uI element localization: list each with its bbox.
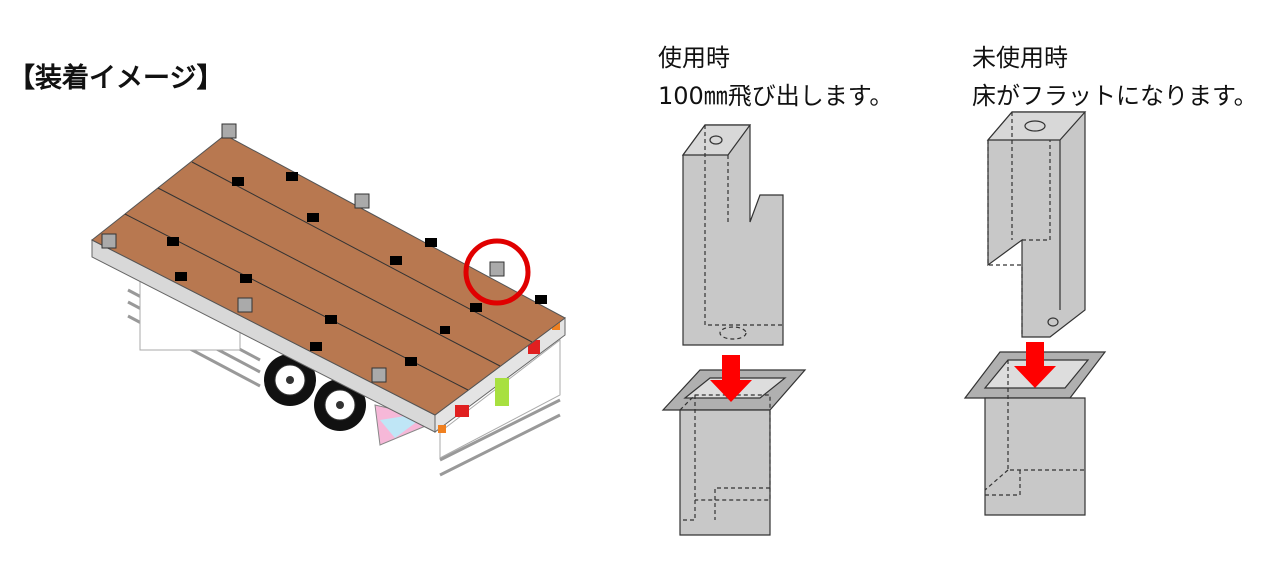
wheel-icon <box>264 354 366 431</box>
unused-state-diagram <box>963 111 1107 516</box>
page-title: 【装着イメージ】 <box>8 63 224 94</box>
used-state-diagram <box>661 124 807 536</box>
unused-state-description: 床がフラットになります。 <box>972 82 1258 110</box>
used-state-title: 使用時 <box>658 44 730 72</box>
arrow-down-icon <box>710 355 752 402</box>
trailer-illustration <box>91 123 566 477</box>
stake-pocket-icon <box>101 123 505 383</box>
used-state-description: 100㎜飛び出します。 <box>658 82 894 110</box>
arrow-down-icon <box>1014 342 1056 388</box>
highlight-circle <box>463 238 531 306</box>
unused-state-title: 未使用時 <box>972 44 1068 72</box>
